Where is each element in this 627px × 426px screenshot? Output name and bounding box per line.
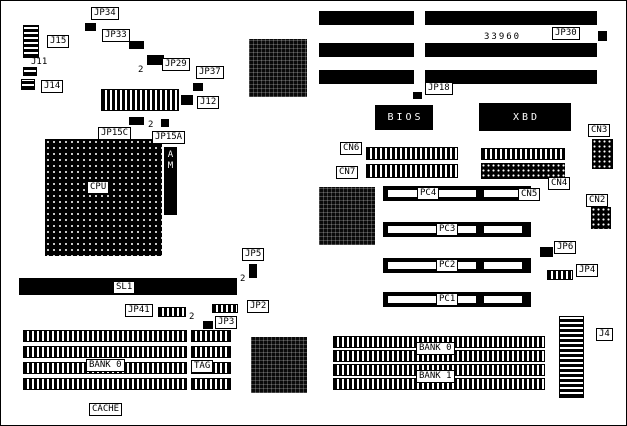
tag-simm-row-2 — [191, 346, 231, 358]
xbd-chip: XBD — [479, 103, 571, 131]
jp18-jumper — [413, 92, 422, 99]
jp4-jumper — [547, 270, 573, 280]
cache-label: CACHE — [89, 403, 123, 416]
cache-simm-row-4 — [23, 378, 187, 390]
jp6-jumper — [540, 247, 553, 257]
cache-simm-row-1 — [23, 330, 187, 342]
isa-slot-1-long — [425, 11, 597, 25]
j11-label: J11 — [31, 57, 48, 67]
jp15c-label: JP15C — [98, 127, 132, 140]
isa-slot-2-short — [319, 43, 414, 57]
jp37-label: JP37 — [196, 66, 224, 79]
cn2-label: CN2 — [586, 194, 609, 207]
pci-slot-pc4 — [383, 186, 531, 201]
cache-simm-row-2 — [23, 346, 187, 358]
jp41-label: JP41 — [125, 304, 153, 317]
isa-slot-2-long — [425, 43, 597, 57]
jp29-pin2-marker: 2 — [138, 65, 144, 75]
jp41-jumper — [158, 307, 186, 317]
tag-simm-row-4 — [191, 378, 231, 390]
j14-connector — [21, 79, 35, 90]
jp18-label: JP18 — [425, 82, 453, 95]
j11-connector — [23, 67, 37, 76]
j4-connector — [559, 316, 584, 398]
pc3-label: PC3 — [436, 223, 459, 236]
cpu-socket — [45, 139, 162, 256]
pc4-label: PC4 — [417, 187, 440, 200]
jp33-label: JP33 — [102, 29, 130, 42]
jp34-jumper — [85, 23, 96, 31]
jp15a-pin2-marker: 2 — [148, 120, 154, 130]
jp3-jumper — [203, 321, 213, 329]
sl1-label: SL1 — [113, 281, 136, 294]
jp15c-jumper — [129, 117, 144, 125]
cache-bank0-label: BANK 0 — [86, 359, 125, 372]
jp4-label: JP4 — [576, 264, 599, 277]
board-number: 33960 — [484, 32, 522, 42]
jp15a-jumper — [161, 119, 169, 127]
tag-simm-row-1 — [191, 330, 231, 342]
jp30-label: JP30 — [552, 27, 580, 40]
cn2-connector — [591, 207, 611, 229]
cn7-connector — [366, 164, 458, 178]
jp29-jumper — [147, 55, 164, 65]
cn6-connector — [366, 147, 458, 160]
jp2-label: JP2 — [247, 300, 270, 313]
cn4-connector-top — [481, 148, 565, 160]
isa-slot-3-short — [319, 70, 414, 84]
jp15a-label: JP15A — [152, 131, 186, 144]
cn4-connector-bottom — [481, 163, 565, 179]
j4-label: J4 — [596, 328, 613, 341]
jp41-pin2-marker: 2 — [189, 312, 195, 322]
jp34-label: JP34 — [91, 7, 119, 20]
j12-connector — [181, 95, 193, 105]
jp29-label: JP29 — [162, 58, 190, 71]
qfp-chip-bottom — [251, 337, 307, 393]
bios-chip: BIOS — [375, 105, 433, 130]
jp30-jumper — [598, 31, 607, 41]
j15-label: J15 — [47, 35, 70, 48]
cpu-label: CPU — [87, 181, 110, 194]
isa-slot-1-short — [319, 11, 414, 25]
j12-label: J12 — [197, 96, 220, 109]
cn6-label: CN6 — [340, 142, 363, 155]
j14-label: J14 — [41, 80, 64, 93]
memory-bank1-label: BANK 1 — [416, 370, 455, 383]
io-pin-header — [101, 89, 179, 111]
cn4-label: CN4 — [548, 177, 571, 190]
jp33-jumper — [129, 41, 144, 49]
tag-label: TAG — [191, 360, 214, 373]
cn5-label: CN5 — [518, 188, 541, 201]
isa-slot-3-long — [425, 70, 597, 84]
memory-bank0-label: BANK 0 — [416, 342, 455, 355]
jp37-jumper — [193, 83, 203, 91]
jp5-label: JP5 — [242, 248, 265, 261]
jp5-pin2-marker: 2 — [240, 274, 246, 284]
cn3-label: CN3 — [588, 124, 611, 137]
am-connector: A M — [164, 147, 177, 215]
jp5-jumper — [249, 264, 257, 278]
pc2-label: PC2 — [436, 259, 459, 272]
j15-connector — [23, 25, 39, 58]
jp6-label: JP6 — [554, 241, 577, 254]
cn3-connector — [592, 139, 613, 169]
jp3-label: JP3 — [215, 316, 238, 329]
cn7-label: CN7 — [336, 166, 359, 179]
qfp-chip-top — [249, 39, 307, 97]
qfp-chip-middle — [319, 187, 375, 245]
jp2-jumper — [212, 304, 238, 313]
pc1-label: PC1 — [436, 293, 459, 306]
